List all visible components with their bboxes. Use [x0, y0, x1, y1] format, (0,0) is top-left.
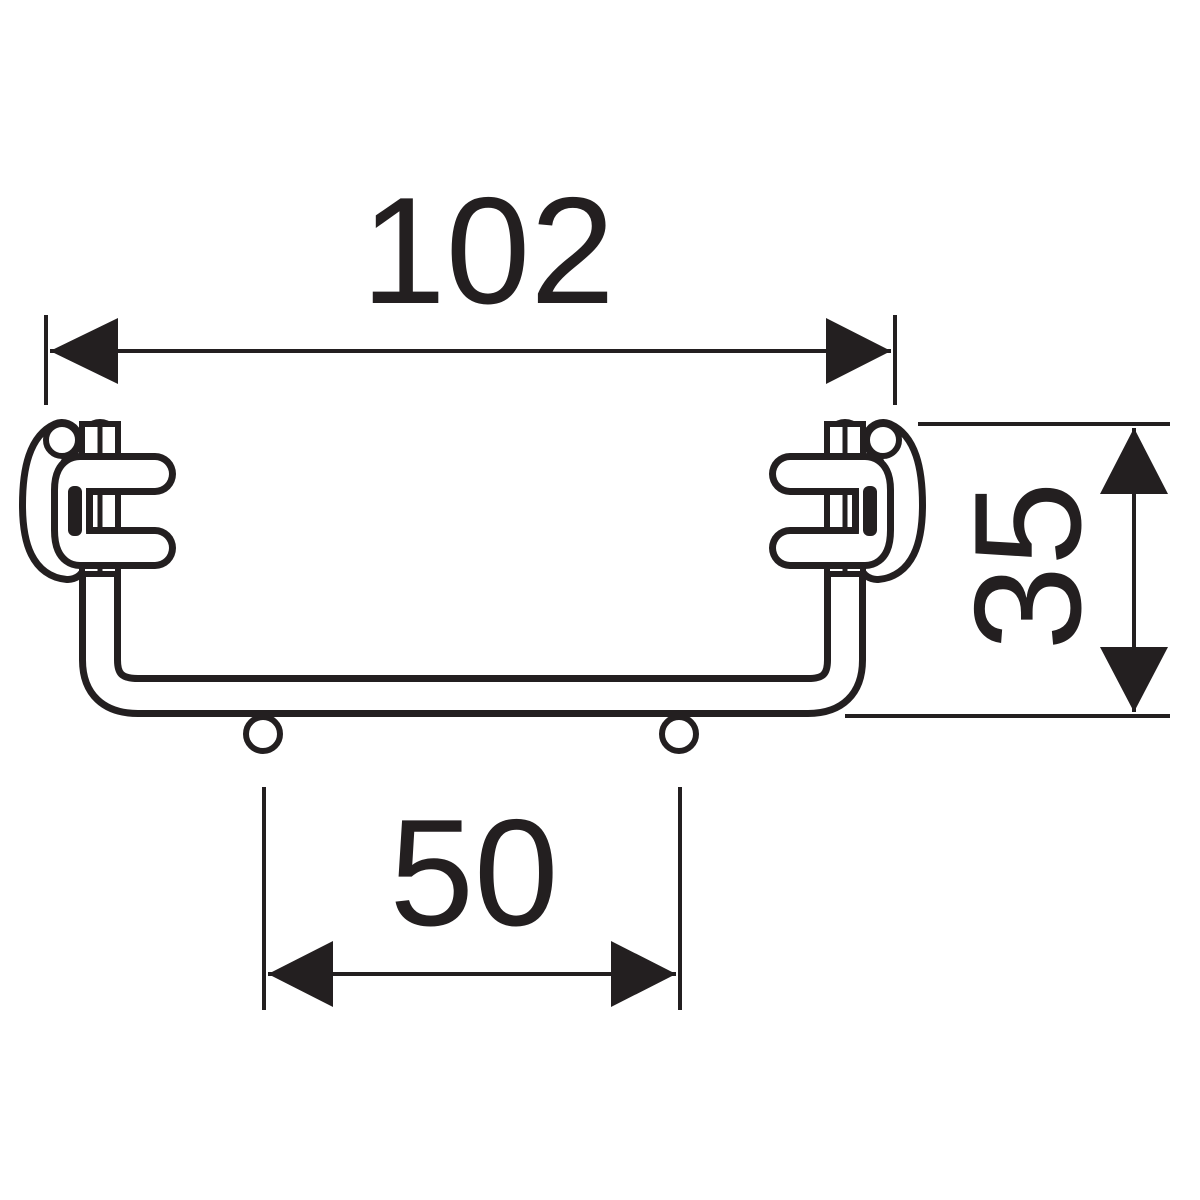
right-clip-top-knob [864, 421, 902, 459]
width-arrow-left [50, 318, 118, 384]
pitch-label: 50 [389, 788, 558, 958]
height-label: 35 [943, 481, 1113, 650]
pitch-arrow-left [268, 941, 333, 1007]
left-clip-top-knob [43, 421, 81, 459]
right-clip-slot [863, 486, 877, 536]
width-label: 102 [361, 166, 615, 336]
height-dimension: 35 [845, 422, 1170, 718]
right-clip [769, 419, 926, 583]
width-arrow-right [826, 318, 891, 384]
pitch-dimension: 50 [262, 787, 682, 1010]
height-arrow-top [1100, 428, 1168, 494]
support-knob-right [659, 714, 699, 754]
pitch-arrow-right [611, 941, 676, 1007]
height-arrow-bottom [1100, 647, 1168, 712]
tray-wire-outline [79, 419, 866, 717]
support-knob-left [243, 714, 283, 754]
left-clip-slot [68, 486, 82, 536]
tray-wire [79, 419, 866, 717]
left-clip [19, 419, 176, 583]
support-knobs [243, 714, 699, 754]
width-dimension: 102 [44, 166, 897, 405]
tray-wire-fill [86, 426, 859, 710]
